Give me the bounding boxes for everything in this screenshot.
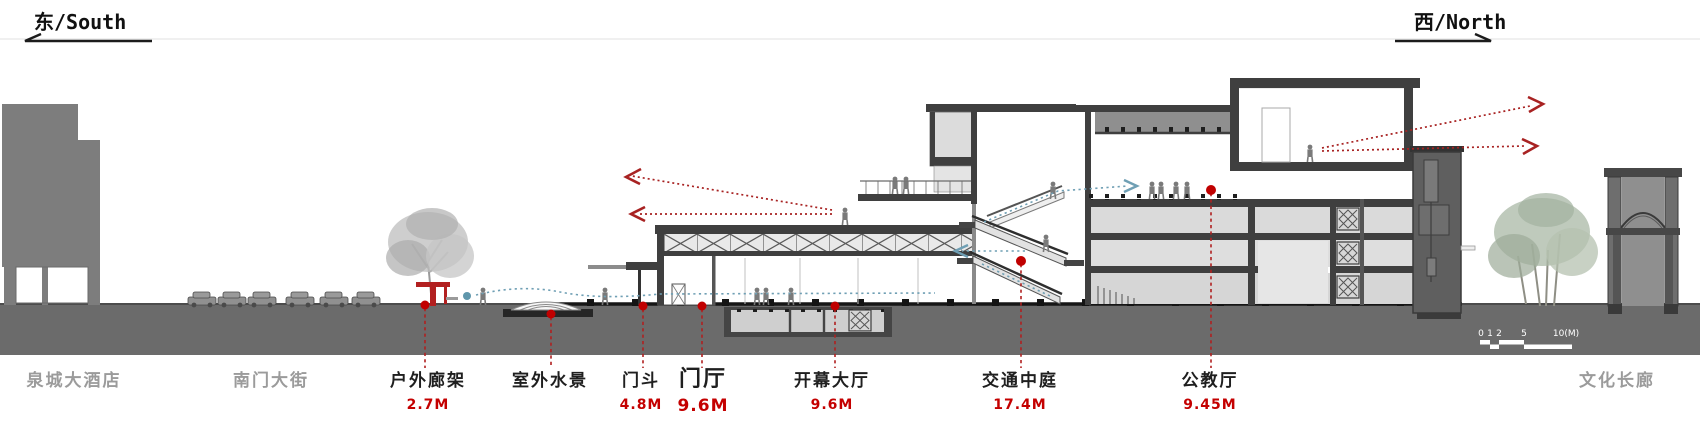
circulation-path	[463, 178, 1140, 300]
atrium-block	[858, 104, 1076, 304]
scale-tick-1: 1	[1487, 329, 1493, 339]
label-outdoor-pergola: 户外廊架 2.7M	[390, 372, 466, 413]
label-education-hall: 公教厅 9.45M	[1182, 372, 1239, 413]
label-culture-gallery: 文化长廊	[1579, 372, 1655, 391]
label-text: 门斗	[621, 371, 660, 391]
direction-label-north: 西/North	[1414, 10, 1507, 34]
basement-room	[724, 307, 892, 337]
north-leader-arrow	[1395, 32, 1492, 43]
label-height-value: 9.45M	[1183, 396, 1237, 413]
tree-green	[1488, 193, 1598, 307]
label-height-value: 4.8M	[619, 396, 663, 413]
sightline-arrows	[623, 95, 1546, 223]
label-vestibule: 门斗 4.8M	[620, 372, 663, 413]
culture-gallery-structure	[1604, 168, 1682, 314]
label-text: 文化长廊	[1579, 371, 1655, 391]
label-quancheng-hotel: 泉城大酒店	[27, 372, 122, 391]
scale-tick-5: 5	[1521, 329, 1527, 339]
label-text: 公教厅	[1181, 371, 1239, 391]
direction-label-south: 东/South	[34, 10, 127, 34]
scale-tick-0: 0	[1478, 329, 1484, 339]
label-text: 室外水景	[512, 371, 588, 391]
pergola	[416, 282, 458, 306]
escalators	[957, 185, 1084, 305]
gallery-block	[1085, 194, 1415, 305]
label-height-value: 9.6M	[810, 396, 854, 413]
scale-bar: 0 1 2 5 10(M)	[1478, 329, 1579, 349]
terrace-roof	[1063, 105, 1238, 205]
label-outdoor-water: 室外水景	[512, 372, 588, 391]
label-height-value: 9.6M	[677, 396, 729, 417]
service-tower	[1410, 146, 1476, 314]
label-text: 门厅	[678, 367, 728, 392]
truss-bridge	[655, 225, 975, 305]
label-entrance-hall: 门厅 9.6M	[677, 367, 729, 417]
label-text: 交通中庭	[982, 371, 1058, 391]
scale-tick-10: 10(M)	[1553, 329, 1579, 339]
label-traffic-atrium: 交通中庭 17.4M	[982, 372, 1058, 413]
hotel-building	[2, 104, 100, 305]
label-text: 泉城大酒店	[26, 371, 122, 391]
label-height-value: 2.7M	[406, 396, 450, 413]
label-nanmen-street: 南门大街	[233, 372, 309, 391]
label-height-value: 17.4M	[993, 396, 1047, 413]
label-opening-hall: 开幕大厅 9.6M	[794, 372, 870, 413]
label-text: 南门大街	[233, 371, 309, 391]
south-leader-arrow	[24, 32, 152, 43]
label-text: 户外廊架	[390, 371, 466, 391]
top-hall	[1230, 78, 1420, 171]
scale-tick-2: 2	[1496, 329, 1502, 339]
dimension-markers	[420, 185, 1216, 368]
label-text: 开幕大厅	[794, 371, 870, 391]
